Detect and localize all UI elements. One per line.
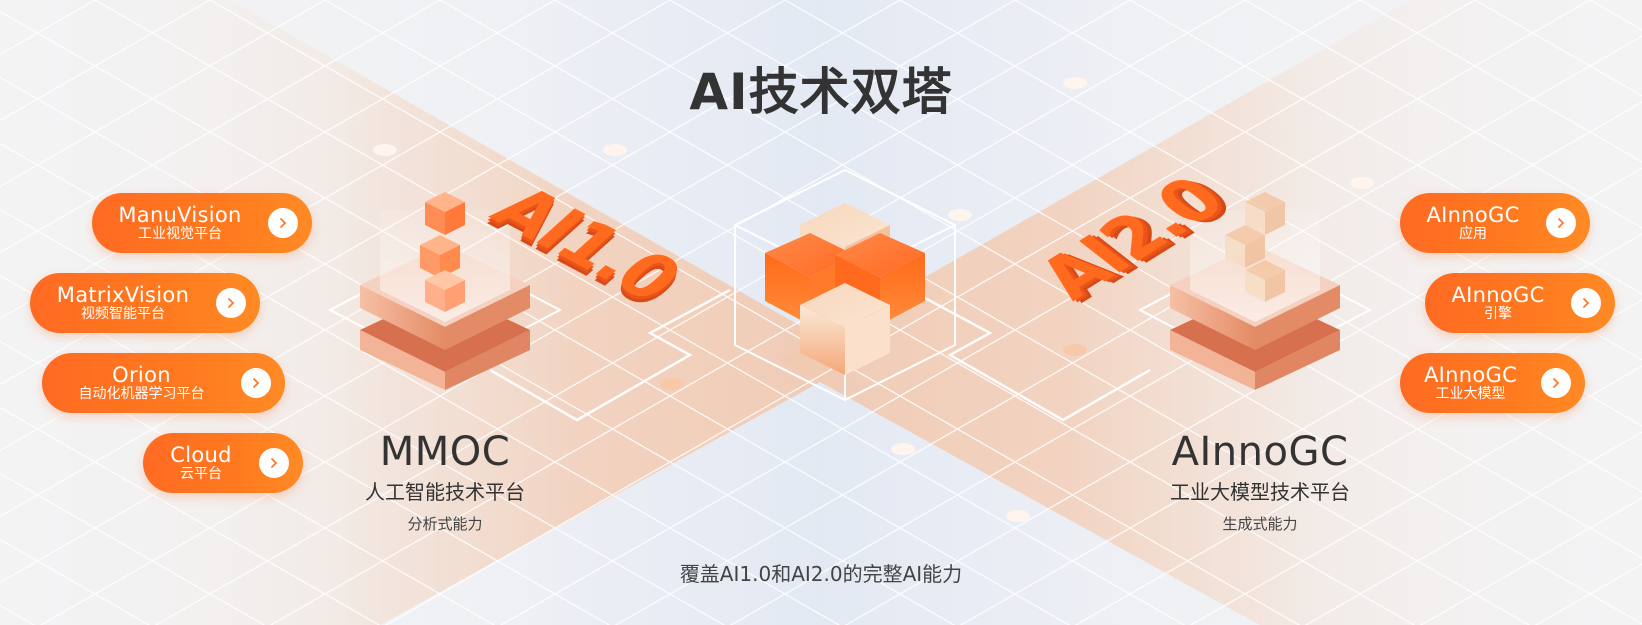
chevron-right-icon[interactable] [1541,368,1571,398]
left-tower-illustration [327,192,563,390]
chevron-right-icon[interactable] [259,448,289,478]
button-title: MatrixVision [56,283,190,308]
mmoc-subtitle: 人工智能技术平台 [365,480,525,504]
chevron-right-icon[interactable] [268,208,298,238]
button-subtitle: 引擎 [1484,306,1512,323]
button-subtitle: 工业大模型 [1435,386,1506,403]
mmoc-platform-label: MMOC 人工智能技术平台 分析式能力 [340,432,550,534]
button-subtitle: 视频智能平台 [81,306,165,323]
chevron-right-icon[interactable] [241,368,271,398]
ainnogc-capability: 生成式能力 [1222,515,1298,533]
button-title: AInnoGC [1426,203,1520,228]
button-subtitle: 云平台 [180,466,222,483]
ainnogc-platform-label: AInnoGC 工业大模型技术平台 生成式能力 [1140,432,1380,534]
button-subtitle: 工业视觉平台 [138,226,222,243]
button-title: AInnoGC [1451,283,1545,308]
button-subtitle: 自动化机器学习平台 [78,386,205,403]
right-tower-illustration [1137,192,1373,390]
chevron-right-icon[interactable] [216,288,246,318]
ainnogc-subtitle: 工业大模型技术平台 [1170,480,1350,504]
cube-cluster-icon [734,168,956,402]
button-title: AInnoGC [1423,363,1518,388]
chevron-right-icon[interactable] [1546,208,1576,238]
button-title: ManuVision [118,203,242,228]
button-title: Cloud [170,443,232,468]
mmoc-name: MMOC [379,429,511,475]
button-title: Orion [112,363,171,388]
button-subtitle: 应用 [1459,226,1487,243]
mmoc-capability: 分析式能力 [407,515,483,533]
chevron-right-icon[interactable] [1571,288,1601,318]
page-title: AI技术双塔 [689,62,953,121]
footer-tagline: 覆盖AI1.0和AI2.0的完整AI能力 [679,562,963,586]
ainnogc-name: AInnoGC [1171,429,1349,475]
